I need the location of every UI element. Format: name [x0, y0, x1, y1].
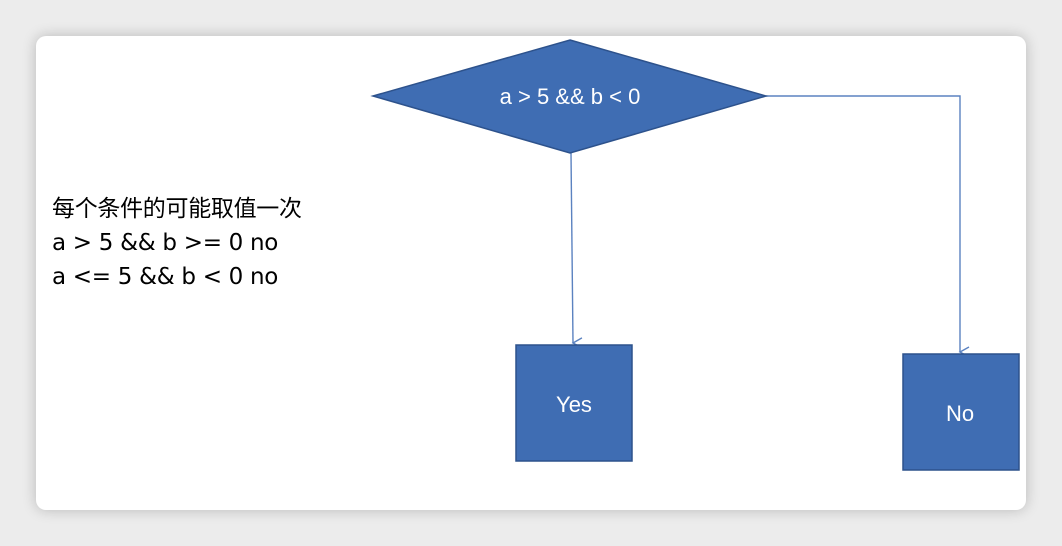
connector-no [766, 95, 970, 358]
notes-line-1: a > 5 && b >= 0 no [52, 230, 279, 256]
yes-box [515, 344, 633, 462]
decision-diamond [370, 39, 769, 154]
decision-label: a > 5 && b < 0 [500, 84, 641, 109]
yes-label: Yes [556, 392, 592, 417]
notes-block: 每个条件的可能取值一次 a > 5 && b >= 0 no a <= 5 &&… [52, 192, 302, 294]
notes-line-2: a <= 5 && b < 0 no [52, 264, 279, 290]
notes-heading: 每个条件的可能取值一次 [52, 196, 302, 222]
no-label: No [946, 401, 974, 426]
no-box [902, 353, 1020, 471]
connector-yes [570, 152, 583, 349]
